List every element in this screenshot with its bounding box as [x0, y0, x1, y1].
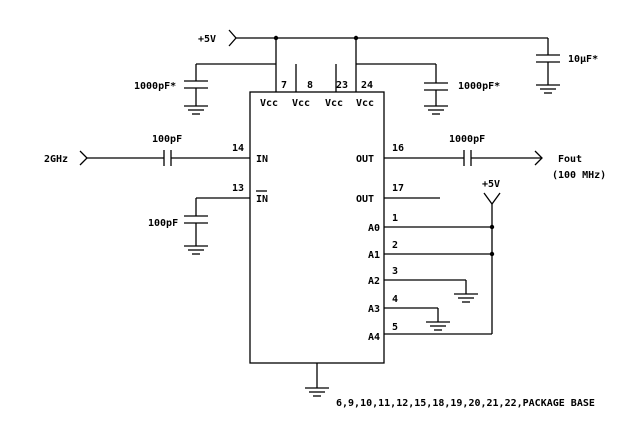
cap-label-bypass-right: 1000pF*: [458, 81, 500, 92]
pin-number: 5: [392, 322, 398, 333]
a2-ground: [384, 279, 478, 303]
output-signal-label: Fout: [558, 154, 582, 165]
pin-label-out: OUT: [356, 154, 374, 165]
ground-symbol: [184, 105, 208, 115]
output-frequency-label: (100 MHz): [552, 170, 606, 181]
output-signal-path: 1000pF Fout (100 MHz): [384, 134, 606, 181]
cap-label-output-coupling: 1000pF: [449, 134, 485, 145]
vcc-pin-label: Vcc: [260, 98, 278, 109]
pin-label-a3: A3: [368, 304, 380, 315]
pin-number: 16: [392, 143, 404, 154]
cap-label-input-coupling: 100pF: [152, 134, 182, 145]
pin-label-a0: A0: [368, 223, 380, 234]
pin-label-a4: A4: [368, 332, 380, 343]
bypass-capacitor-right: 1000pF*: [355, 38, 500, 115]
pin-label-in: IN: [256, 154, 268, 165]
input-arrow: [79, 150, 88, 166]
input-bypass-capacitor: 100pF: [148, 197, 250, 255]
ic-body: [249, 91, 385, 364]
ground-pin-note: 6,9,10,11,12,15,18,19,20,21,22,PACKAGE B…: [336, 398, 595, 409]
pin-number: 14: [232, 143, 244, 154]
vcc-pin-label: Vcc: [356, 98, 374, 109]
bypass-capacitor-left: 1000pF*: [134, 38, 277, 115]
vcc-pin-label: Vcc: [325, 98, 343, 109]
pin-label-out-bar: OUT: [356, 194, 374, 205]
pin-label-a1: A1: [368, 250, 380, 261]
supply-arrow: [483, 192, 501, 206]
vcc-leads: [275, 64, 357, 92]
vcc-pin-label: Vcc: [292, 98, 310, 109]
cap-label-bulk: 10µF*: [568, 54, 598, 65]
package-ground: [305, 363, 329, 397]
vcc-pin-number: 7: [281, 80, 287, 91]
input-signal-label: 2GHz: [44, 154, 68, 165]
pin-number: 1: [392, 213, 398, 224]
address-pullup: +5V: [384, 179, 501, 335]
ground-symbol: [536, 84, 560, 94]
vcc-pin-number: 24: [361, 80, 373, 91]
pin-label-in-bar: IN: [256, 194, 268, 205]
supply-rail: +5V: [198, 29, 548, 47]
output-arrow: [534, 150, 543, 166]
pin-label-a2: A2: [368, 276, 380, 287]
ground-symbol: [424, 105, 448, 115]
pin-number: 2: [392, 240, 398, 251]
pin-number: 13: [232, 183, 244, 194]
supply-arrow: [228, 29, 237, 47]
supply-rail-label: +5V: [198, 34, 216, 45]
input-signal-path: 2GHz 100pF: [44, 134, 250, 166]
ground-symbol: [184, 245, 208, 255]
pin-number: 4: [392, 294, 398, 305]
pullup-supply-label: +5V: [482, 179, 500, 190]
cap-label-bypass-left: 1000pF*: [134, 81, 176, 92]
a3-ground: [384, 307, 450, 331]
bulk-capacitor: 10µF*: [536, 38, 598, 94]
vcc-pin-number: 8: [307, 80, 313, 91]
vcc-pin-number: 23: [336, 80, 348, 91]
cap-label-input-bypass: 100pF: [148, 218, 178, 229]
pin-number: 3: [392, 266, 398, 277]
pin-number: 17: [392, 183, 404, 194]
